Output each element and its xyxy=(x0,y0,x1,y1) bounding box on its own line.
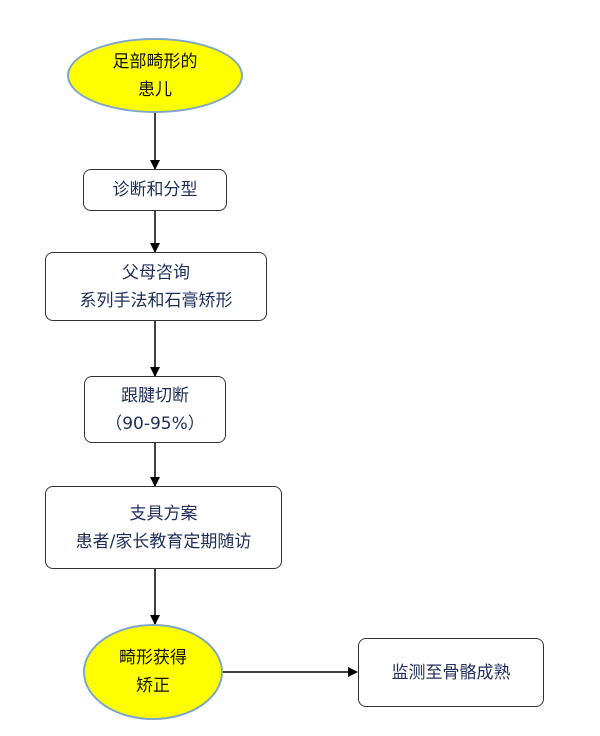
node-text: 患儿 xyxy=(138,79,172,100)
diagnosis-node: 诊断和分型 xyxy=(83,169,227,211)
node-text: 矫正 xyxy=(136,676,170,696)
node-text: 足部畸形的 xyxy=(112,51,198,72)
monitor-node: 监测至骨骼成熟 xyxy=(358,638,544,707)
tenotomy-node: 跟腱切断 （90-95%） xyxy=(84,376,226,443)
node-text: 父母咨询 xyxy=(122,262,190,283)
node-text: 诊断和分型 xyxy=(112,180,198,200)
node-text: 支具方案 xyxy=(129,503,198,524)
node-text: （90-95%） xyxy=(105,413,205,434)
node-text: 系列手法和石膏矫形 xyxy=(79,290,233,311)
node-text: 患者/家长教育定期随访 xyxy=(75,531,252,552)
start-node-patient: 足部畸形的 患儿 xyxy=(67,38,243,113)
bracing-node: 支具方案 患者/家长教育定期随访 xyxy=(45,486,282,569)
casting-node: 父母咨询 系列手法和石膏矫形 xyxy=(45,252,267,321)
corrected-node: 畸形获得 矫正 xyxy=(83,624,223,720)
node-text: 畸形获得 xyxy=(119,648,187,668)
node-text: 跟腱切断 xyxy=(121,385,189,406)
node-text: 监测至骨骼成熟 xyxy=(391,662,511,683)
